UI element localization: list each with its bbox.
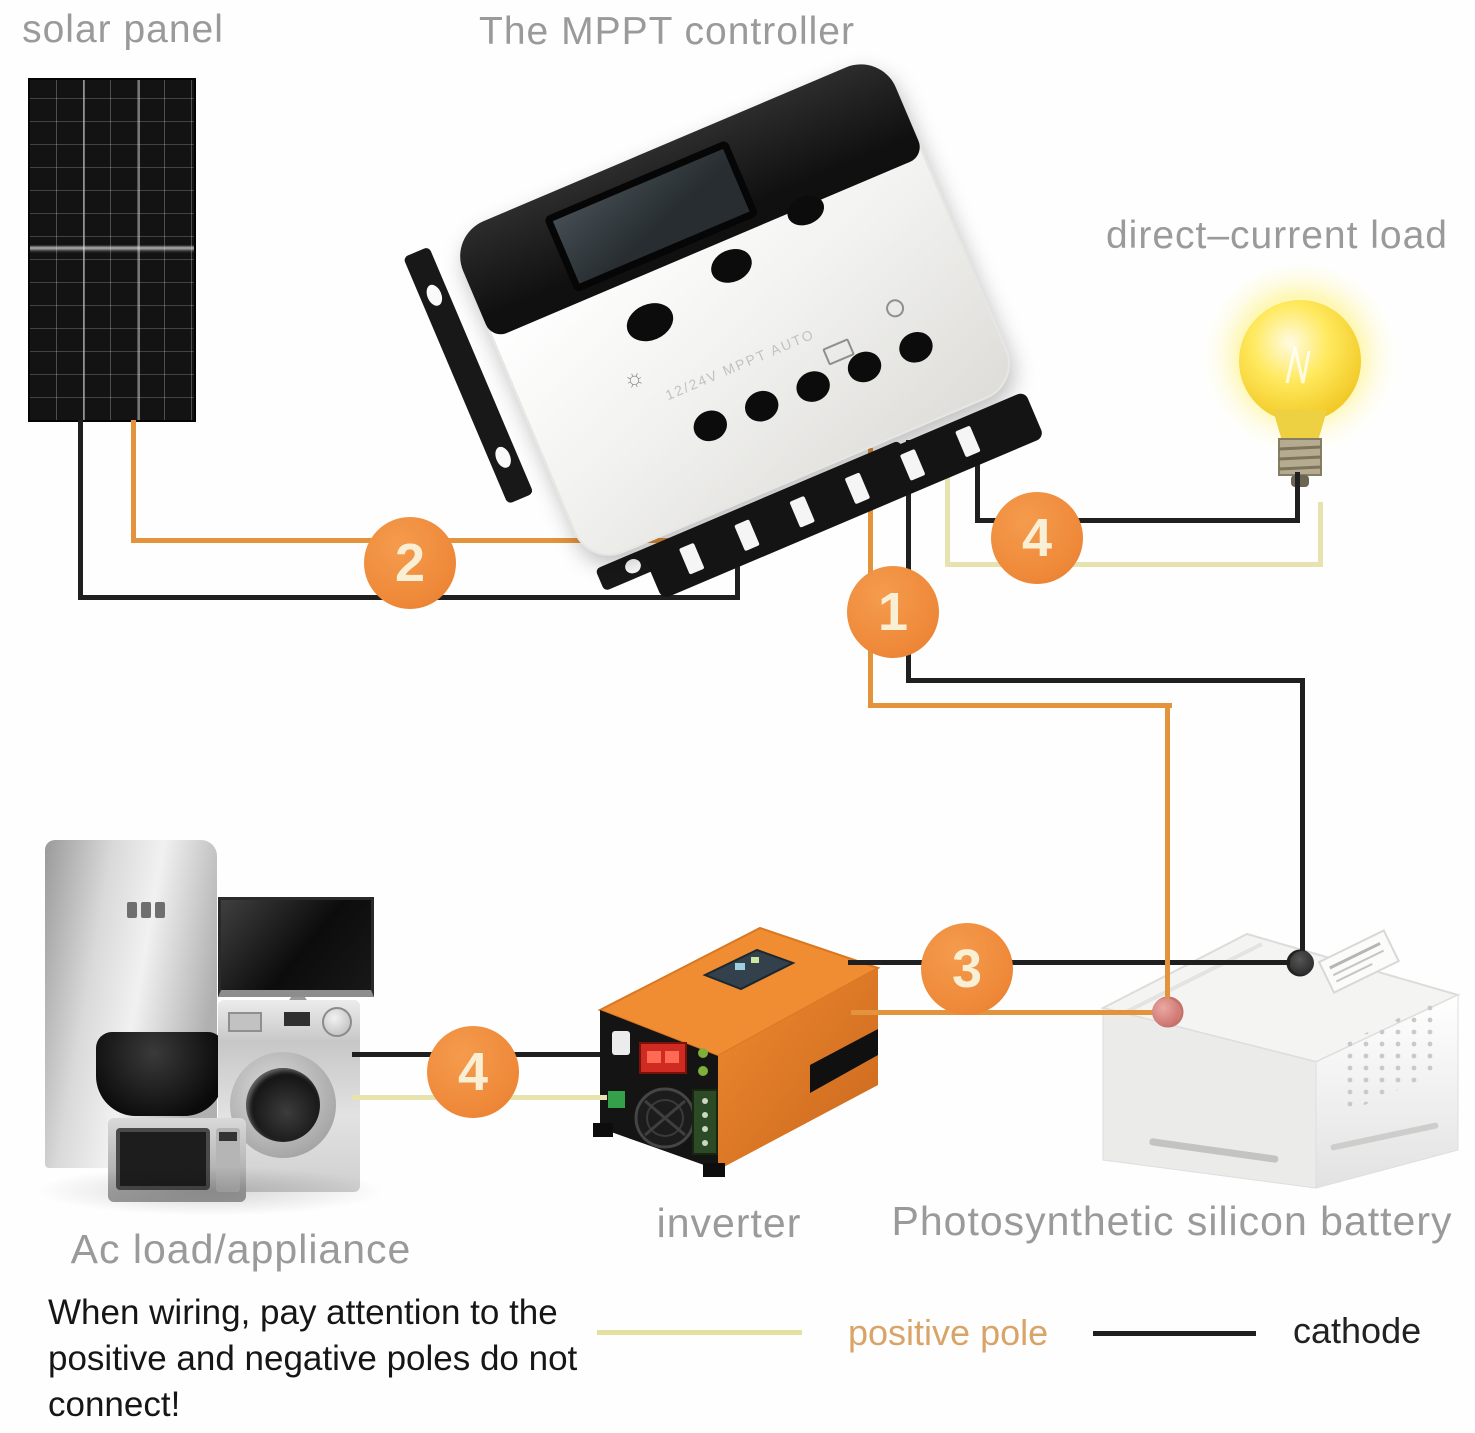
inverter-indicator bbox=[698, 1066, 708, 1076]
washer-door bbox=[230, 1052, 336, 1158]
controller-bezel bbox=[448, 52, 925, 340]
terminal-slot bbox=[844, 472, 871, 505]
bulb-neck bbox=[1273, 410, 1327, 441]
legend-positive-line bbox=[597, 1330, 802, 1335]
inverter-top-display bbox=[702, 948, 796, 991]
wire-dcload-positive-stub bbox=[1318, 502, 1323, 564]
warning-line: positive and negative poles do not bbox=[48, 1339, 578, 1378]
warning-text: When wiring, pay attention to the positi… bbox=[48, 1290, 577, 1428]
fridge-handle bbox=[155, 902, 165, 918]
warning-line: When wiring, pay attention to the bbox=[48, 1293, 558, 1332]
fridge-handle bbox=[127, 902, 137, 918]
badge-2: 2 bbox=[364, 517, 456, 609]
inverter-foot bbox=[593, 1123, 613, 1137]
inverter-illustration bbox=[593, 926, 881, 1177]
inverter-switch bbox=[612, 1031, 630, 1055]
light-bulb-illustration bbox=[1197, 264, 1403, 487]
terminal-slot bbox=[678, 542, 705, 575]
washer-knob bbox=[322, 1007, 352, 1037]
legend-positive-label: positive pole bbox=[848, 1312, 1049, 1353]
solar-panel-label: solar panel bbox=[22, 8, 224, 51]
badge-4-bottom: 4 bbox=[427, 1026, 519, 1118]
wire-panel-positive-h bbox=[131, 538, 793, 543]
controller-port-hole bbox=[894, 326, 938, 368]
washer-door-glass bbox=[246, 1068, 320, 1142]
terminal-slot bbox=[955, 425, 981, 458]
controller-marking: 12/24V MPPT AUTO bbox=[662, 325, 818, 404]
wire-dcload-negative-v bbox=[975, 415, 980, 523]
bulb-tip bbox=[1291, 475, 1309, 487]
microwave-panel bbox=[216, 1128, 240, 1192]
laundry-basket-illustration bbox=[96, 1032, 224, 1116]
inverter-led-display bbox=[639, 1042, 687, 1074]
inverter-foot bbox=[703, 1163, 725, 1177]
wire-battery-negative-h bbox=[906, 678, 1305, 683]
badge-3: 3 bbox=[921, 923, 1013, 1015]
fridge-handle bbox=[141, 902, 151, 918]
terminal-slot bbox=[789, 495, 816, 528]
wire-inverter-negative-h bbox=[848, 960, 1302, 965]
wire-battery-negative-v1 bbox=[906, 440, 911, 680]
battery-marking-text bbox=[1149, 1138, 1279, 1163]
bracket-screw-hole bbox=[423, 282, 446, 309]
dc-load-label: direct–current load bbox=[1105, 214, 1449, 257]
mppt-controller-illustration: ☼ 12/24V MPPT AUTO bbox=[403, 52, 1045, 600]
wire-panel-positive-v bbox=[131, 420, 136, 542]
battery-illustration bbox=[1100, 929, 1461, 1189]
inverter-indicator bbox=[698, 1048, 708, 1058]
badge-4-top: 4 bbox=[991, 492, 1083, 584]
controller-label: The MPPT controller bbox=[479, 10, 855, 53]
controller-button bbox=[705, 242, 758, 289]
wire-panel-negative-stub bbox=[735, 552, 740, 600]
bracket-screw-hole bbox=[492, 444, 514, 471]
washer-drawer bbox=[228, 1012, 262, 1032]
inverter-label: inverter bbox=[656, 1200, 802, 1246]
wire-panel-negative-v bbox=[78, 420, 83, 597]
microwave-door bbox=[116, 1128, 210, 1190]
inverter-side-face bbox=[718, 968, 878, 1170]
battery-label: Photosynthetic silicon battery bbox=[891, 1198, 1453, 1244]
inverter-green-label bbox=[608, 1091, 625, 1108]
badge-1: 1 bbox=[847, 566, 939, 658]
wire-dcload-positive-v bbox=[945, 432, 950, 564]
tv-illustration bbox=[218, 897, 374, 997]
inverter-bracket bbox=[810, 1029, 878, 1093]
wire-dcload-positive-h bbox=[945, 562, 1323, 567]
controller-button bbox=[620, 296, 680, 349]
wire-battery-positive-v2 bbox=[1165, 703, 1170, 1007]
terminal-slot bbox=[899, 448, 926, 481]
bulb-filament bbox=[1285, 346, 1311, 384]
appliances-shadow bbox=[34, 1166, 386, 1216]
bracket-screw-hole bbox=[622, 556, 644, 576]
battery-marking-text bbox=[1330, 1122, 1439, 1151]
battery-vent-dots bbox=[1340, 998, 1442, 1116]
battery-sticker bbox=[1317, 929, 1401, 994]
wire-battery-positive-h bbox=[868, 703, 1172, 708]
solar-panel-illustration bbox=[28, 78, 196, 422]
wire-dcload-negative-stub bbox=[1295, 472, 1300, 523]
battery-positive-cap bbox=[1152, 998, 1180, 1026]
controller-body: ☼ 12/24V MPPT AUTO bbox=[448, 52, 1045, 600]
legend-cathode-label: cathode bbox=[1293, 1310, 1422, 1351]
wire-battery-negative-v2 bbox=[1300, 678, 1305, 960]
wire-inverter-positive-h bbox=[851, 1010, 1167, 1015]
sun-icon: ☼ bbox=[618, 361, 650, 396]
microwave-illustration bbox=[108, 1118, 246, 1202]
controller-port-hole bbox=[688, 405, 732, 447]
terminal-slot bbox=[734, 519, 760, 552]
bulb-glass bbox=[1239, 300, 1361, 422]
controller-port-hole bbox=[740, 385, 784, 427]
microwave-display bbox=[219, 1132, 237, 1141]
washer-display bbox=[284, 1012, 310, 1026]
controller-port-hole bbox=[791, 366, 835, 408]
battery-negative-cap bbox=[1290, 951, 1314, 975]
ac-load-label: Ac load/appliance bbox=[70, 1226, 412, 1272]
legend-cathode-line bbox=[1093, 1331, 1256, 1336]
warning-line: connect! bbox=[48, 1385, 181, 1424]
wire-dcload-negative-h bbox=[975, 518, 1300, 523]
